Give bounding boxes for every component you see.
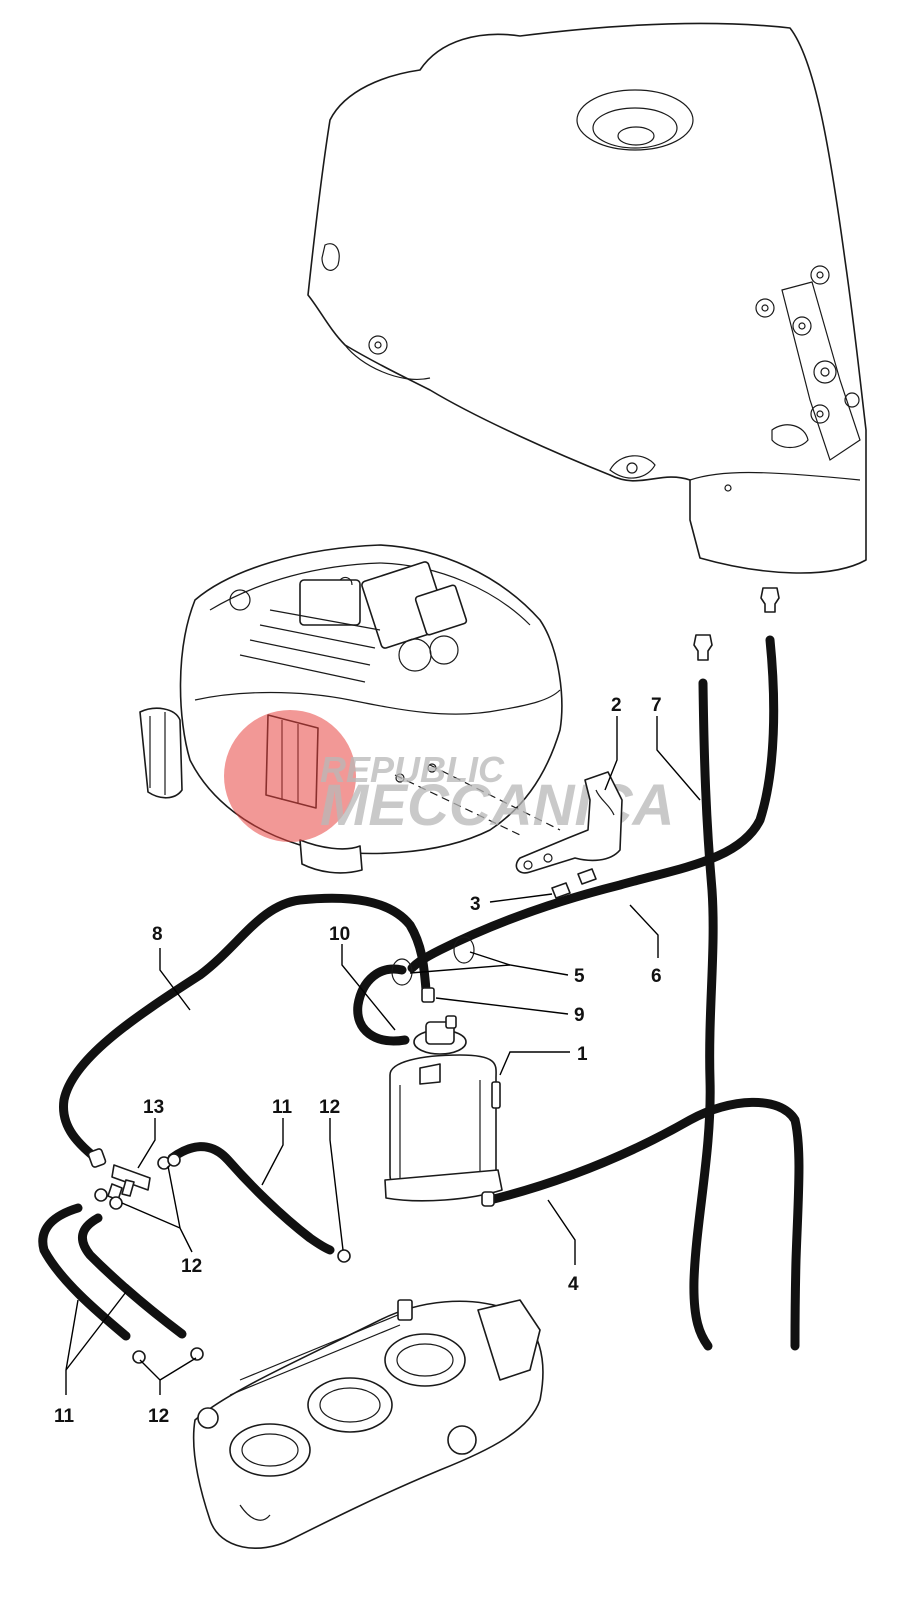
- watermark: REPUBLIC MECCANICA: [224, 710, 674, 842]
- bracket: [515, 771, 623, 874]
- hose-11-right: [78, 1213, 187, 1339]
- hoses: [38, 635, 804, 1351]
- callout-7: 7: [651, 695, 662, 716]
- callout-11-upper: 11: [272, 1097, 293, 1118]
- t-connector: [87, 1148, 151, 1201]
- callout-13: 13: [143, 1097, 164, 1118]
- callout-12-lower: 12: [148, 1406, 169, 1427]
- hose-10: [353, 964, 410, 1046]
- watermark-line1: REPUBLIC: [320, 749, 505, 790]
- hose-11-left: [38, 1203, 131, 1341]
- fitting-9: [421, 987, 435, 1003]
- hose-4: [485, 1097, 804, 1351]
- callout-5: 5: [574, 966, 585, 987]
- hose-6: [407, 635, 779, 973]
- tank-fittings: [693, 587, 780, 661]
- callout-8: 8: [152, 924, 163, 945]
- charcoal-canister: [384, 1015, 503, 1207]
- fuel-tank: [307, 22, 867, 574]
- callout-10: 10: [329, 924, 350, 945]
- callout-1: 1: [577, 1044, 588, 1065]
- callout-11-lower: 11: [54, 1406, 75, 1427]
- throttle-body: [192, 1299, 544, 1549]
- clamps: [391, 936, 475, 986]
- callout-labels: 2 7 3 6 5 9 8 10 1 4 13 11 12 12 11 12: [54, 695, 662, 1427]
- hose-11-upper: [167, 1142, 335, 1255]
- callout-6: 6: [651, 966, 662, 987]
- callout-3: 3: [470, 894, 481, 915]
- callout-9: 9: [574, 1005, 585, 1026]
- callout-12-upper: 12: [319, 1097, 340, 1118]
- callout-12-middle: 12: [181, 1256, 202, 1277]
- leader-lines: [65, 716, 701, 1395]
- hose-7: [689, 678, 718, 1351]
- bolts: [551, 868, 597, 899]
- callout-4: 4: [568, 1274, 579, 1295]
- small-clamps: [94, 1153, 351, 1364]
- hose-8: [59, 893, 431, 1165]
- red-circle-logo-icon: [224, 710, 356, 842]
- callout-2: 2: [611, 695, 622, 716]
